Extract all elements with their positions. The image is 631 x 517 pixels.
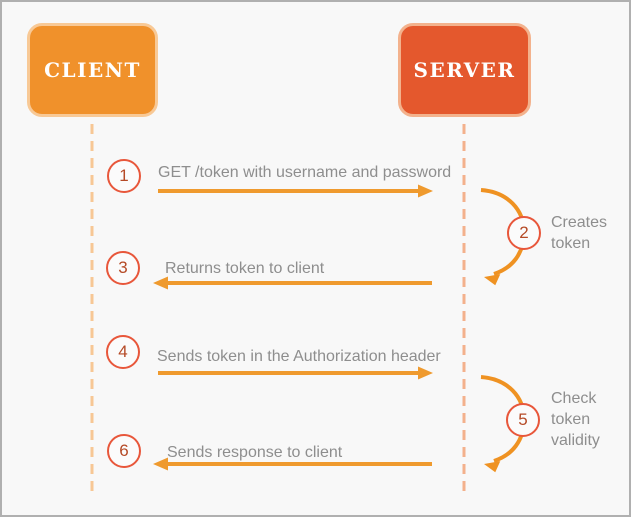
client-actor-label: CLIENT bbox=[44, 58, 141, 82]
step-4-arrowhead-icon bbox=[418, 366, 433, 380]
step-3-badge: 3 bbox=[106, 251, 140, 285]
step-5-message: Check token validity bbox=[551, 390, 600, 449]
step-2-message: Creates token bbox=[551, 214, 608, 252]
step-2-number: 2 bbox=[519, 223, 529, 242]
step-1-badge: 1 bbox=[107, 159, 141, 193]
step-5-badge: 5 bbox=[506, 403, 540, 437]
step-3-arrow bbox=[153, 276, 432, 290]
server-actor-box: SERVER bbox=[398, 23, 531, 117]
step-2-badge: 2 bbox=[507, 216, 541, 250]
step-3-message: Returns token to client bbox=[165, 260, 325, 277]
step-4-badge: 4 bbox=[106, 335, 140, 369]
step-4-number: 4 bbox=[118, 342, 128, 361]
step-4-message: Sends token in the Authorization header bbox=[157, 348, 441, 365]
step-5-arrowhead-icon bbox=[484, 461, 501, 473]
step-6-arrow bbox=[153, 457, 432, 471]
step-6-number: 6 bbox=[119, 441, 129, 460]
step-3-number: 3 bbox=[118, 258, 128, 277]
server-actor-label: SERVER bbox=[413, 58, 516, 82]
step-1-number: 1 bbox=[119, 166, 129, 185]
step-6-badge: 6 bbox=[107, 434, 141, 468]
step-2-arrowhead-icon bbox=[484, 274, 501, 286]
step-5-number: 5 bbox=[518, 410, 528, 429]
step-6-arrowhead-icon bbox=[153, 457, 168, 471]
step-3-arrowhead-icon bbox=[153, 276, 168, 290]
step-4-arrow bbox=[158, 366, 433, 380]
step-1-arrow bbox=[158, 184, 433, 198]
step-6-message: Sends response to client bbox=[167, 444, 343, 461]
step-1-arrowhead-icon bbox=[418, 184, 433, 198]
step-1-message: GET /token with username and password bbox=[158, 164, 452, 181]
client-actor-box: CLIENT bbox=[27, 23, 158, 117]
